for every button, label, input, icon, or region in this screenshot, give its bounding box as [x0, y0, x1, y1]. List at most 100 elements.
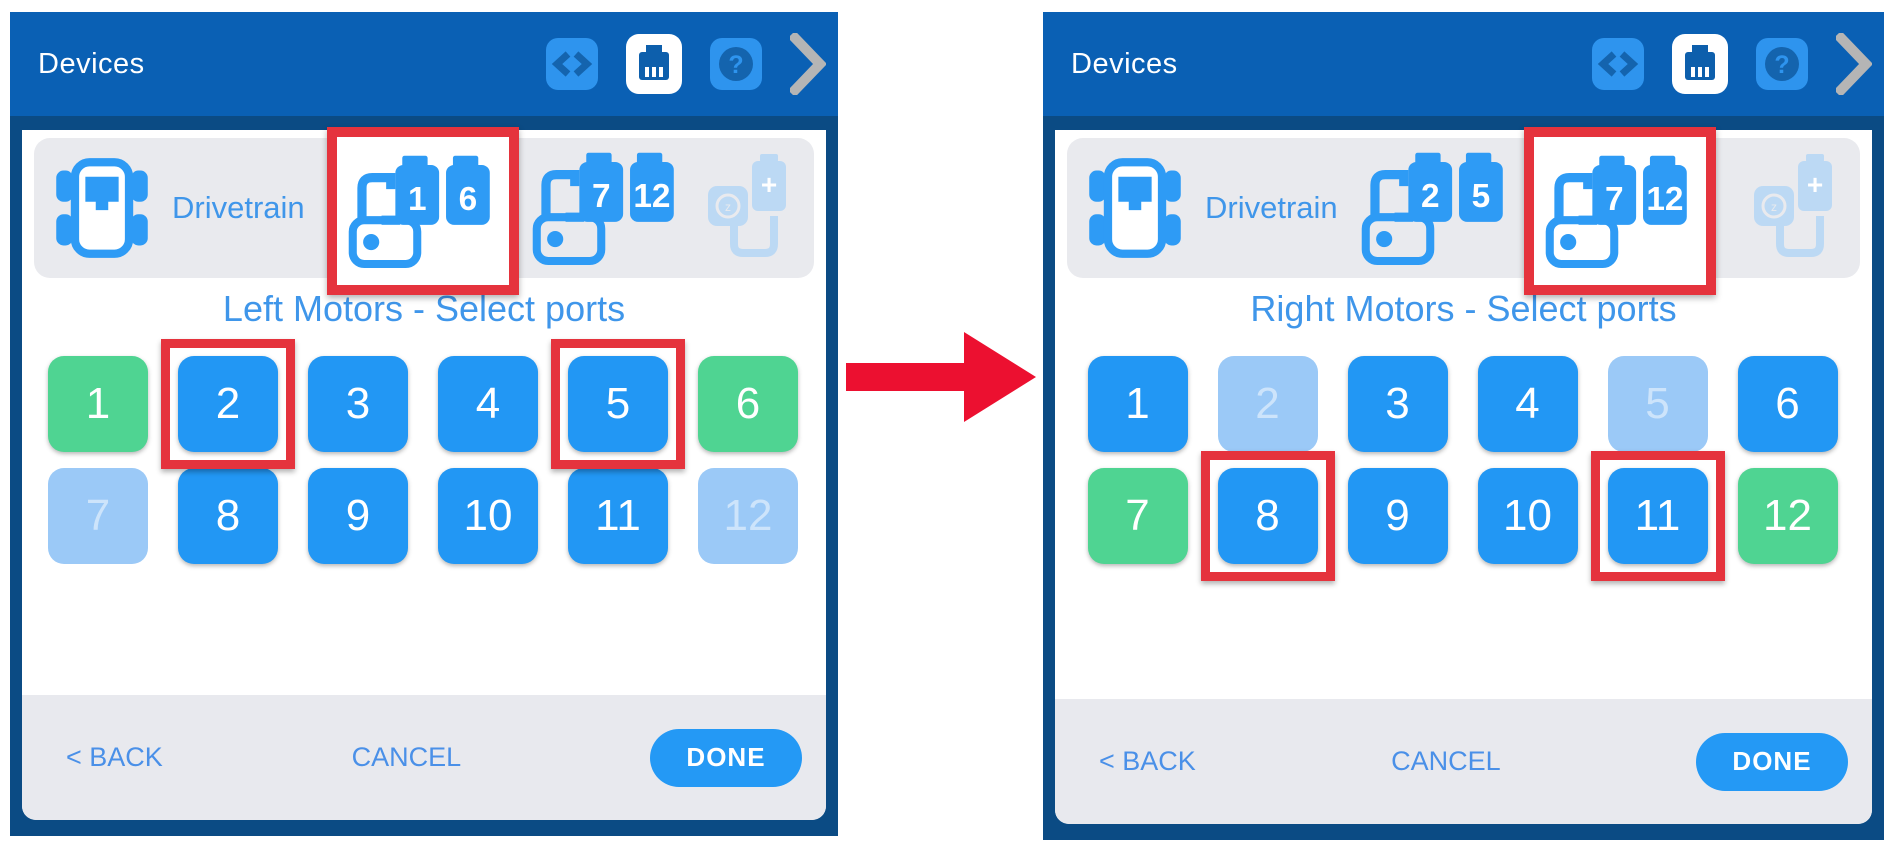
- port-button-1[interactable]: 1: [1087, 356, 1188, 452]
- port-cell: 12: [698, 468, 798, 564]
- port-button-9[interactable]: 9: [308, 468, 408, 564]
- port-button-8[interactable]: 8: [1217, 468, 1318, 564]
- cancel-button[interactable]: CANCEL: [1391, 746, 1501, 776]
- port-cell: 7: [48, 468, 148, 564]
- port-cell: 3: [1347, 356, 1448, 452]
- port-button-2[interactable]: 2: [1217, 356, 1318, 452]
- port-cell: 8: [1200, 451, 1335, 581]
- help-icon[interactable]: ?: [1756, 38, 1808, 90]
- port-cell: 2: [161, 339, 295, 469]
- port-button-10[interactable]: 10: [1477, 468, 1578, 564]
- port-button-2[interactable]: 2: [178, 356, 278, 452]
- port-button-4[interactable]: 4: [1477, 356, 1578, 452]
- motor-port-number: 7: [592, 178, 611, 215]
- port-button-8[interactable]: 8: [178, 468, 278, 564]
- port-button-10[interactable]: 10: [438, 468, 538, 564]
- svg-text:+: +: [761, 169, 777, 200]
- port-cell: 4: [438, 356, 538, 452]
- header-toolbar: ?: [1592, 33, 1872, 95]
- brain-connection-icon[interactable]: [1672, 34, 1728, 94]
- port-button-6[interactable]: 6: [1737, 356, 1838, 452]
- motor-group-left-icon[interactable]: 2 5: [1360, 150, 1512, 266]
- port-cell: 1: [48, 356, 148, 452]
- port-button-5[interactable]: 5: [568, 356, 668, 452]
- port-cell: 10: [1477, 468, 1578, 564]
- back-button[interactable]: < BACK: [66, 742, 163, 772]
- port-button-1[interactable]: 1: [48, 356, 148, 452]
- port-cell: 8: [178, 468, 278, 564]
- done-button[interactable]: DONE: [649, 728, 802, 787]
- motor-port-number: 5: [1471, 178, 1490, 215]
- svg-text:z: z: [1771, 200, 1777, 214]
- chevron-right-icon[interactable]: [790, 33, 826, 95]
- motor-port-number: 12: [633, 178, 670, 215]
- port-cell: 1: [1087, 356, 1188, 452]
- red-arrow-right-icon: [846, 332, 1036, 422]
- port-button-7[interactable]: 7: [48, 468, 148, 564]
- device-config-panel-right: Devices ?: [1043, 12, 1884, 840]
- code-icon[interactable]: [1592, 38, 1644, 90]
- add-device-icon: + z: [1754, 154, 1832, 257]
- panel-footer: < BACK CANCEL DONE: [22, 695, 826, 820]
- highlight-box: 7 12: [1523, 127, 1716, 295]
- device-label: Drivetrain: [1205, 190, 1338, 225]
- port-cell: 10: [438, 468, 538, 564]
- port-button-5[interactable]: 5: [1607, 356, 1708, 452]
- port-cell: 6: [1737, 356, 1838, 452]
- code-icon[interactable]: [546, 38, 598, 90]
- panel-header: Devices ?: [10, 12, 838, 116]
- back-button[interactable]: < BACK: [1099, 746, 1196, 776]
- port-button-6[interactable]: 6: [698, 356, 798, 452]
- drivetrain-device-bar: Drivetrain 2 5: [1067, 127, 1860, 295]
- help-icon[interactable]: ?: [710, 38, 762, 90]
- port-button-9[interactable]: 9: [1347, 468, 1448, 564]
- svg-text:?: ?: [1774, 51, 1789, 79]
- header-toolbar: ?: [546, 33, 826, 95]
- port-cell: 11: [568, 468, 668, 564]
- port-cell: 5: [551, 339, 685, 469]
- port-cell: 7: [1087, 468, 1188, 564]
- panel-body: Drivetrain 2 5: [1055, 127, 1872, 824]
- port-cell: 9: [308, 468, 408, 564]
- device-config-panel-left: Devices ?: [10, 12, 838, 836]
- highlight-box: 1 6: [326, 127, 519, 295]
- port-button-4[interactable]: 4: [438, 356, 538, 452]
- port-cell: 5: [1607, 356, 1708, 452]
- motor-port-number: 12: [1646, 181, 1683, 218]
- drivetrain-icon[interactable]: [50, 156, 154, 260]
- port-button-3[interactable]: 3: [308, 356, 408, 452]
- motor-group-left-icon[interactable]: 1 6: [347, 153, 499, 269]
- section-title: Right Motors - Select ports: [1250, 288, 1677, 329]
- port-button-3[interactable]: 3: [1347, 356, 1448, 452]
- port-button-7[interactable]: 7: [1087, 468, 1188, 564]
- port-cell: 4: [1477, 356, 1578, 452]
- svg-text:+: +: [1807, 169, 1823, 200]
- port-button-11[interactable]: 11: [1607, 468, 1708, 564]
- brain-connection-icon[interactable]: [626, 34, 682, 94]
- svg-text:z: z: [725, 200, 731, 214]
- drivetrain-icon[interactable]: [1083, 156, 1187, 260]
- port-cell: 11: [1590, 451, 1725, 581]
- done-button[interactable]: DONE: [1695, 732, 1848, 791]
- device-label: Drivetrain: [172, 190, 305, 225]
- chevron-right-icon[interactable]: [1836, 33, 1872, 95]
- page-title: Devices: [1071, 47, 1178, 80]
- motor-group-right-icon[interactable]: 7 12: [531, 150, 683, 266]
- port-button-11[interactable]: 11: [568, 468, 668, 564]
- motor-group-right-icon[interactable]: 7 12: [1544, 153, 1696, 269]
- port-button-12[interactable]: 12: [698, 468, 798, 564]
- port-cell: 3: [308, 356, 408, 452]
- motor-port-number: 1: [408, 181, 427, 218]
- motor-port-number: 6: [458, 181, 477, 218]
- page-title: Devices: [38, 47, 145, 80]
- motor-port-number: 7: [1605, 181, 1624, 218]
- port-button-12[interactable]: 12: [1737, 468, 1838, 564]
- panel-body: Drivetrain 1 6: [22, 127, 826, 820]
- port-cell: 9: [1347, 468, 1448, 564]
- cancel-button[interactable]: CANCEL: [351, 742, 462, 772]
- port-cell: 6: [698, 356, 798, 452]
- port-cell: 2: [1217, 356, 1318, 452]
- port-cell: 12: [1737, 468, 1838, 564]
